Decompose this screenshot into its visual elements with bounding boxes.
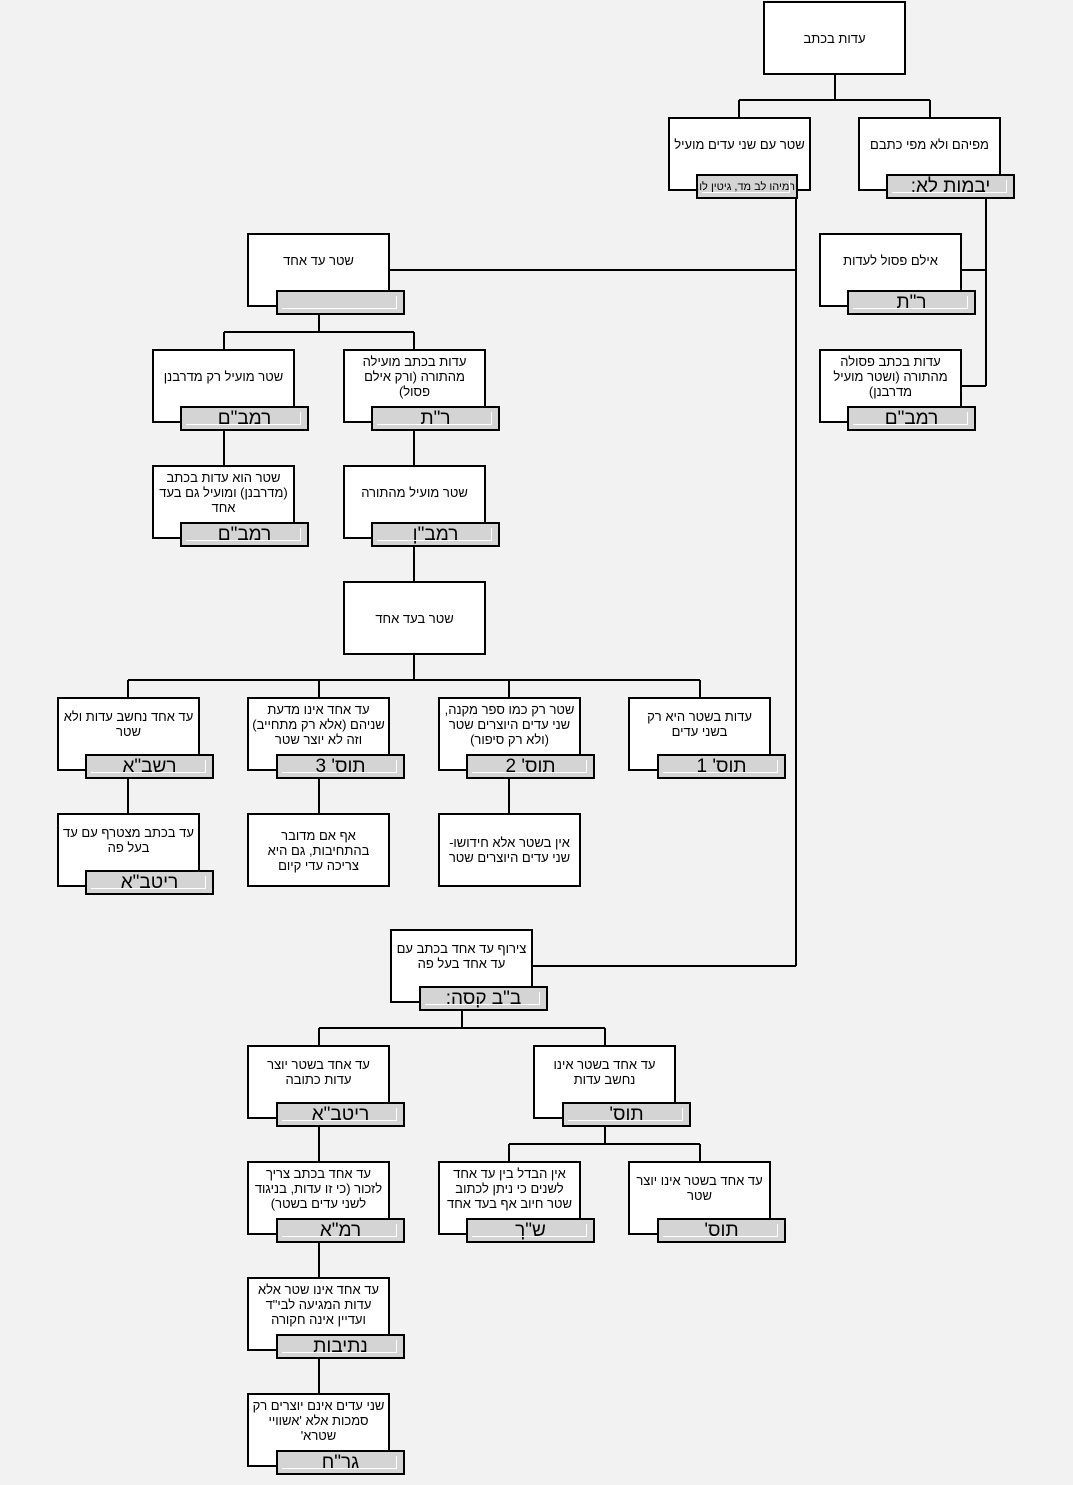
node-shtar-ed-echad-text: שטר עד אחד bbox=[283, 252, 354, 268]
tag-ritva-b: ריטב"א bbox=[276, 1102, 405, 1127]
node-tos2-text: שטר רק כמו ספר מקנה, שני עדים היוצרים שט… bbox=[444, 701, 575, 747]
node-tos3-text: עד אחד אינו מדעת שניהם (אלא רק מתחייב) ו… bbox=[252, 701, 385, 747]
node-ramban-text: שטר מועיל מהתורה bbox=[361, 484, 468, 500]
node-shtar-two-witnesses-text: שטר עם שני עדים מועיל bbox=[674, 136, 805, 152]
tag-rt-mid: ר"ת bbox=[371, 406, 500, 431]
tag-tos-b: תוס' bbox=[562, 1102, 691, 1127]
node-root: עדות בכתב bbox=[763, 1, 906, 75]
tag-shach: ש"ך bbox=[466, 1218, 595, 1243]
node-tos2-sub: אין בשטר אלא חידושו- שני עדים היוצרים שט… bbox=[438, 813, 581, 887]
node-ilem-text: אילם פסול לעדות bbox=[843, 252, 938, 268]
node-rambam-right-text: עדות בכתב פסולה מהתורה (ושטר מועיל מדרבנ… bbox=[833, 353, 948, 399]
tag-ed-echad bbox=[276, 290, 405, 315]
tag-grach: גר"ח bbox=[276, 1450, 405, 1475]
node-tos3-sub: אף אם מדובר בהתחיבות, גם היא צריכה עדי ק… bbox=[247, 813, 390, 887]
node-beed-echad-text: שטר בעד אחד bbox=[375, 610, 454, 626]
node-tos-b2-text: עד אחד בשטר אינו יוצר שטר bbox=[636, 1173, 763, 1203]
node-grach-text: שני עדים אינם יוצרים רק סמכות אלא 'אשווי… bbox=[252, 1397, 385, 1443]
node-ritva-top-text: עד בכתב מצטרף עם עד בעל פה bbox=[63, 825, 194, 855]
tag-tos3: תוס' 3 bbox=[276, 754, 405, 779]
tag-tos-b2: תוס' bbox=[657, 1218, 786, 1243]
tag-rema: רמ"א bbox=[276, 1218, 405, 1243]
node-rambam-mid-text: שטר מועיל רק מדרבנן bbox=[163, 368, 284, 384]
tag-rt-ilem: ר"ת bbox=[847, 290, 976, 315]
tag-netivot: נתיבות bbox=[276, 1334, 405, 1359]
node-tos-b-text: עד אחד בשטר אינו נחשב עדות bbox=[553, 1057, 656, 1087]
node-rema-text: עד אחד בכתב צריך לזכור (כי זו עדות, בניג… bbox=[254, 1165, 383, 1211]
tag-ritva-top: ריטב"א bbox=[85, 870, 214, 895]
node-shach-text: אין הבדל בין עד אחד לשנים כי ניתן לכתוב … bbox=[447, 1165, 572, 1211]
tag-tos2: תוס' 2 bbox=[466, 754, 595, 779]
tag-yirmiyahu: ירמיהו לב מד, גיטין לו. bbox=[696, 174, 798, 199]
node-tos3-sub-text: אף אם מדובר בהתחיבות, גם היא צריכה עדי ק… bbox=[267, 827, 370, 873]
node-rashba-text: עד אחד נחשב עדות ולא שטר bbox=[63, 709, 194, 739]
node-beed-echad: שטר בעד אחד bbox=[343, 581, 486, 655]
node-tos1-text: עדות בשטר היא רק בשני עדים bbox=[647, 709, 752, 739]
node-rambam-low-text: שטר הוא עדות בכתב (מדרבנן) ומועיל גם בעד… bbox=[159, 469, 288, 515]
node-tos2-sub-text: אין בשטר אלא חידושו- שני עדים היוצרים שט… bbox=[448, 835, 571, 865]
tag-ramban: רמב"ן bbox=[371, 522, 500, 547]
tag-rambam-mid: רמב"ם bbox=[180, 406, 309, 431]
tag-tos1: תוס' 1 bbox=[657, 754, 786, 779]
tag-rashba: רשב"א bbox=[85, 754, 214, 779]
node-root-text: עדות בכתב bbox=[803, 30, 866, 46]
node-tziruf-text: צירוף עד אחד בכתב עם עד אחד בעל פה bbox=[396, 941, 527, 971]
tag-bava-batra: ב"ב קסה: bbox=[419, 986, 548, 1011]
node-mipihem-text: מפיהם ולא מפי כתבם bbox=[870, 136, 989, 152]
node-tziruf: צירוף עד אחד בכתב עם עד אחד בעל פה bbox=[390, 929, 533, 1003]
tag-yevamot: יבמות לא: bbox=[886, 174, 1015, 199]
node-rt-mid-text: עדות בכתב מועילה מהתורה (ורק אילם פסול) bbox=[362, 353, 467, 399]
tag-rambam-right: רמב"ם bbox=[847, 406, 976, 431]
node-netivot-text: עד אחד אינו שטר אלא עדות המגיעה לבי"ד וע… bbox=[258, 1281, 379, 1327]
tag-rambam-low: רמב"ם bbox=[180, 522, 309, 547]
node-ritva-b-text: עד אחד בשטר יוצר עדות כתובה bbox=[267, 1057, 370, 1087]
